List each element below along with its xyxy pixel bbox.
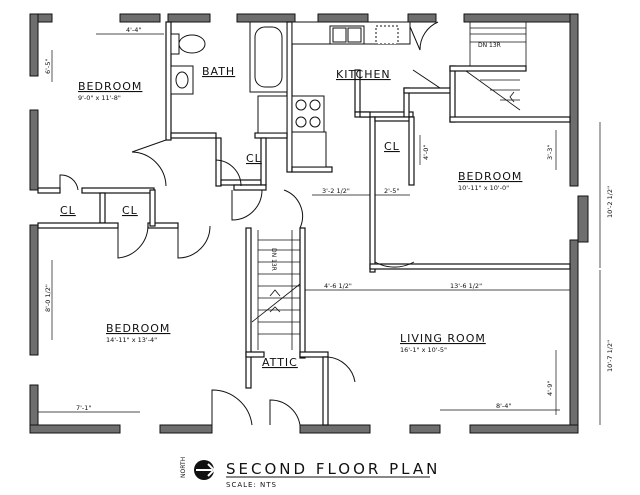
title-scale: SCALE: NTS [226, 481, 277, 489]
living-room-name: LIVING ROOM [400, 332, 486, 345]
dim-8: 4'-6 1/2" [324, 282, 352, 290]
exterior-walls [29, 13, 589, 434]
bath-fixtures [170, 21, 288, 134]
dim-1: 4'-4" [126, 26, 141, 34]
stair-west-label: DN 13R [270, 248, 277, 271]
closet-e-label: CL [384, 140, 400, 153]
north-label: NORTH [180, 457, 187, 478]
bedroom-nw-name: BEDROOM [78, 80, 142, 93]
dim-11: 10'-7 1/2" [606, 340, 614, 372]
kitchen-fixtures [291, 21, 411, 168]
dim-5: 4'-0" [422, 145, 430, 160]
toilet-tank [170, 33, 180, 55]
closet-w1-label: CL [60, 204, 76, 217]
kitchen-name: KITCHEN [336, 68, 391, 81]
dimension-lines [38, 33, 601, 425]
dim-13: 7'-1" [76, 404, 91, 412]
living-room-dims: 16'-1" x 10'-5" [400, 346, 447, 354]
closet-bath-label: CL [246, 152, 262, 165]
bedroom-sw-name: BEDROOM [106, 322, 170, 335]
stove [291, 95, 325, 133]
dim-3: 3'-2 1/2" [322, 187, 350, 195]
stairs-east [465, 22, 527, 111]
dim-14: 8'-4" [496, 402, 511, 410]
dim-12: 4'-9" [546, 381, 554, 396]
bedroom-e-name: BEDROOM [458, 170, 522, 183]
stair-east-label: DN 13R [478, 42, 501, 49]
kitchen-counter-lower [291, 131, 327, 168]
bedroom-nw-dims: 9'-0" x 11'-8" [78, 94, 121, 102]
dishwasher [375, 25, 399, 45]
dim-9: 13'-6 1/2" [450, 282, 482, 290]
toilet-bowl [178, 34, 206, 54]
dim-4: 2'-5" [384, 187, 399, 195]
dim-6: 3'-3" [546, 145, 554, 160]
vanity [257, 95, 288, 134]
title-block: NORTH SECOND FLOOR PLAN SCALE: NTS [180, 457, 440, 489]
bedroom-sw-dims: 14'-11" x 13'-4" [106, 336, 157, 344]
attic-name: ATTIC [262, 356, 298, 369]
dim-10: 8'-0 1/2" [44, 284, 52, 312]
bath-name: BATH [202, 65, 235, 78]
bedroom-e-dims: 10'-11" x 10'-0" [458, 184, 509, 192]
title-main: SECOND FLOOR PLAN [226, 460, 440, 478]
dim-7: 10'-2 1/2" [606, 186, 614, 218]
doors [59, 21, 441, 426]
closet-w2-label: CL [122, 204, 138, 217]
stairs-west [251, 230, 301, 350]
dim-2: 6'-5" [44, 59, 52, 74]
